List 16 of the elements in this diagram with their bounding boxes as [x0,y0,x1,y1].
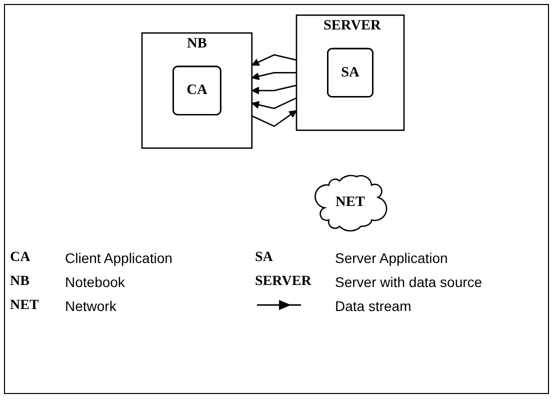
legend-text: Data stream [335,298,412,316]
legend-description: Server Application [335,250,449,266]
abbreviation: SA [255,250,274,266]
arrow [252,110,297,128]
arrow [252,54,297,66]
arrow [252,97,297,110]
abbreviation: NET [10,298,40,315]
arrow [252,84,297,94]
abbreviation: CA [10,250,32,266]
arrow [252,72,296,80]
legend-description: Client Application [65,250,174,266]
abbreviation: NB [10,274,30,290]
legend-description: Network [65,298,118,316]
abbreviation: SERVER [255,274,312,290]
legend-description: Server with data source [335,274,484,290]
legend-description: Notebook [65,274,126,290]
